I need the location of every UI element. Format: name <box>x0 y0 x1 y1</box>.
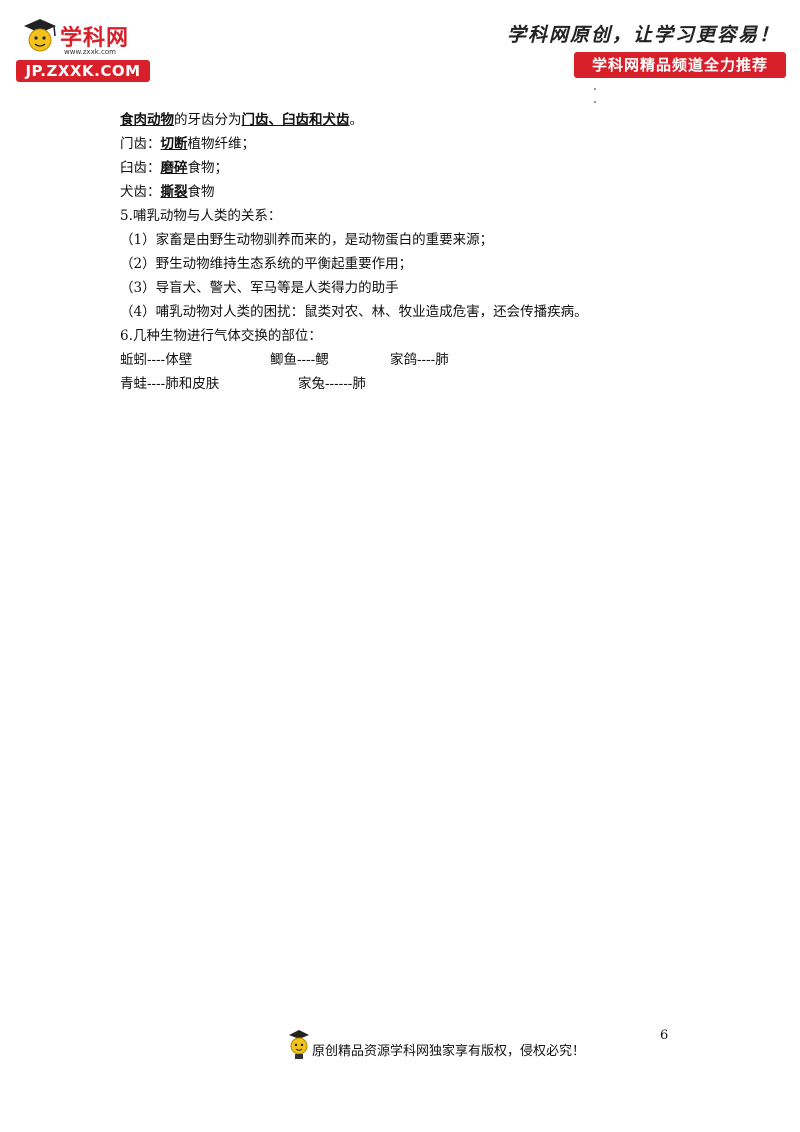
earthworm-entry: 蚯蚓----体壁 <box>120 352 193 368</box>
section-5-heading: 5.哺乳动物与人类的关系： <box>120 208 282 224</box>
logo-text: 学科网 <box>60 26 130 51</box>
teeth-summary-line: 食肉动物的牙齿分为门齿、臼齿和犬齿。 <box>120 108 720 132</box>
crucian-entry: 鲫鱼----鳃 <box>270 352 329 368</box>
teeth-text: 的牙齿分为 <box>174 112 242 128</box>
incisor-label: 门齿： <box>120 136 161 152</box>
copyright-notice: 原创精品资源学科网独家享有版权，侵权必究！ <box>312 1044 586 1059</box>
relation-item-4: （4）哺乳动物对人类的困扰：鼠类对农、林、牧业造成危害，还会传播疾病。 <box>120 304 588 320</box>
section-6-heading: 6.几种生物进行气体交换的部位： <box>120 328 322 344</box>
canine-line: 犬齿：撕裂食物 <box>120 180 720 204</box>
carnivore-term: 食肉动物 <box>120 112 174 128</box>
gas-exchange-row-2: 青蛙----肺和皮肤 家兔------肺 <box>120 372 720 396</box>
incisor-function: 切断 <box>160 136 188 152</box>
relation-item-2: （2）野生动物维持生态系统的平衡起重要作用； <box>120 256 413 272</box>
logo-badge: JP.ZXXK.COM <box>16 60 150 82</box>
logo-url: www.zxxk.com <box>64 48 116 56</box>
molar-label: 臼齿： <box>120 160 161 176</box>
pigeon-entry: 家鸽----肺 <box>390 352 449 368</box>
relation-item-3: （3）导盲犬、警犬、军马等是人类得力的助手 <box>120 280 399 296</box>
mascot-icon <box>24 19 56 52</box>
frog-entry: 青蛙----肺和皮肤 <box>120 376 220 392</box>
incisor-object: 植物纤维； <box>187 136 256 152</box>
canine-label: 犬齿： <box>120 184 161 200</box>
molar-function: 磨碎 <box>160 160 188 176</box>
canine-object: 食物 <box>187 184 215 200</box>
canine-function: 撕裂 <box>160 184 188 200</box>
relation-item-1: （1）家畜是由野生动物驯养而来的，是动物蛋白的重要来源； <box>120 232 494 248</box>
molar-object: 食物； <box>187 160 229 176</box>
channel-badge: 学科网精品频道全力推荐 <box>574 52 786 78</box>
mascot-icon <box>289 1030 309 1059</box>
period: 。 <box>349 112 364 128</box>
divider-dot <box>594 101 596 103</box>
page-footer: 原创精品资源学科网独家享有版权，侵权必究！ <box>286 1028 626 1062</box>
gas-exchange-row-1: 蚯蚓----体壁 鲫鱼----鳃 家鸽----肺 <box>120 348 720 372</box>
incisor-line: 门齿：切断植物纤维； <box>120 132 720 156</box>
teeth-types: 门齿、臼齿和犬齿 <box>241 112 350 128</box>
document-body: 食肉动物的牙齿分为门齿、臼齿和犬齿。 门齿：切断植物纤维； 臼齿：磨碎食物； 犬… <box>120 108 720 396</box>
molar-line: 臼齿：磨碎食物； <box>120 156 720 180</box>
page-header: 学科网 www.zxxk.com JP.ZXXK.COM 学科网原创，让学习更容… <box>0 0 800 110</box>
rabbit-entry: 家兔------肺 <box>298 376 366 392</box>
zxxk-logo: 学科网 www.zxxk.com JP.ZXXK.COM <box>14 14 154 84</box>
slogan: 学科网原创，让学习更容易！ <box>506 24 780 46</box>
page-number: 6 <box>660 1028 669 1043</box>
divider-dot <box>594 88 596 90</box>
